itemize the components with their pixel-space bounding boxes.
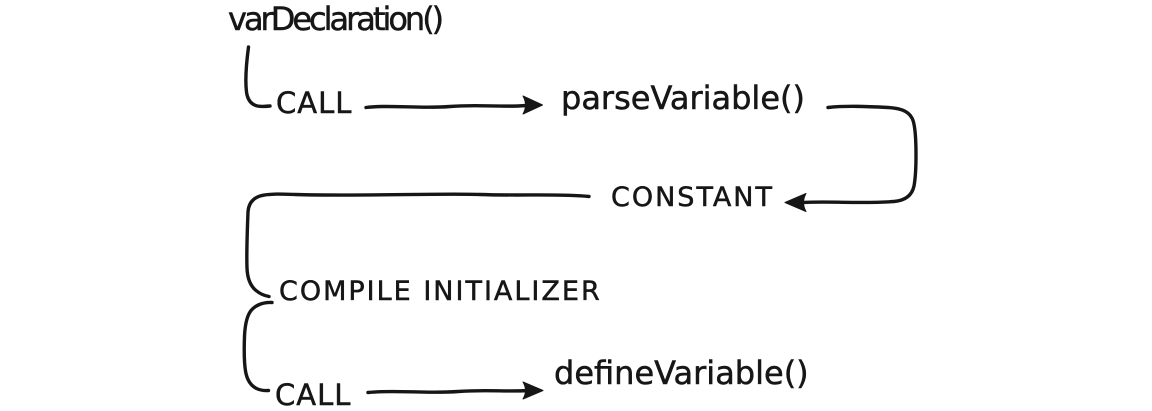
u-turn-line — [801, 104, 918, 205]
node-define-variable: defineVariable() — [554, 354, 809, 392]
edge-parsevariable-to-constant — [784, 104, 918, 212]
edge-constant-to-compileinitializer — [245, 192, 591, 299]
node-call-1: CALL — [276, 86, 353, 120]
edge-call-to-definevariable — [366, 381, 544, 400]
node-constant: CONSTANT — [611, 182, 774, 213]
arrowhead-right-icon — [522, 95, 543, 115]
arrowhead-right-icon — [522, 381, 544, 400]
node-parse-variable: parseVariable() — [561, 79, 805, 117]
elbow-line — [245, 192, 591, 299]
arrow-shaft — [366, 388, 529, 395]
node-compile-initializer: COMPILE INITIALIZER — [279, 276, 602, 307]
edge-vardeclaration-to-call — [244, 45, 272, 109]
node-call-2: CALL — [275, 378, 352, 411]
arrow-shaft — [364, 103, 528, 110]
edge-call-to-parsevariable — [364, 95, 543, 115]
arrowhead-left-icon — [784, 193, 807, 212]
elbow-line — [244, 45, 272, 109]
node-var-declaration: varDeclaration() — [228, 0, 445, 38]
edge-compileinitializer-to-call — [242, 300, 274, 393]
bracket-line — [242, 300, 274, 393]
